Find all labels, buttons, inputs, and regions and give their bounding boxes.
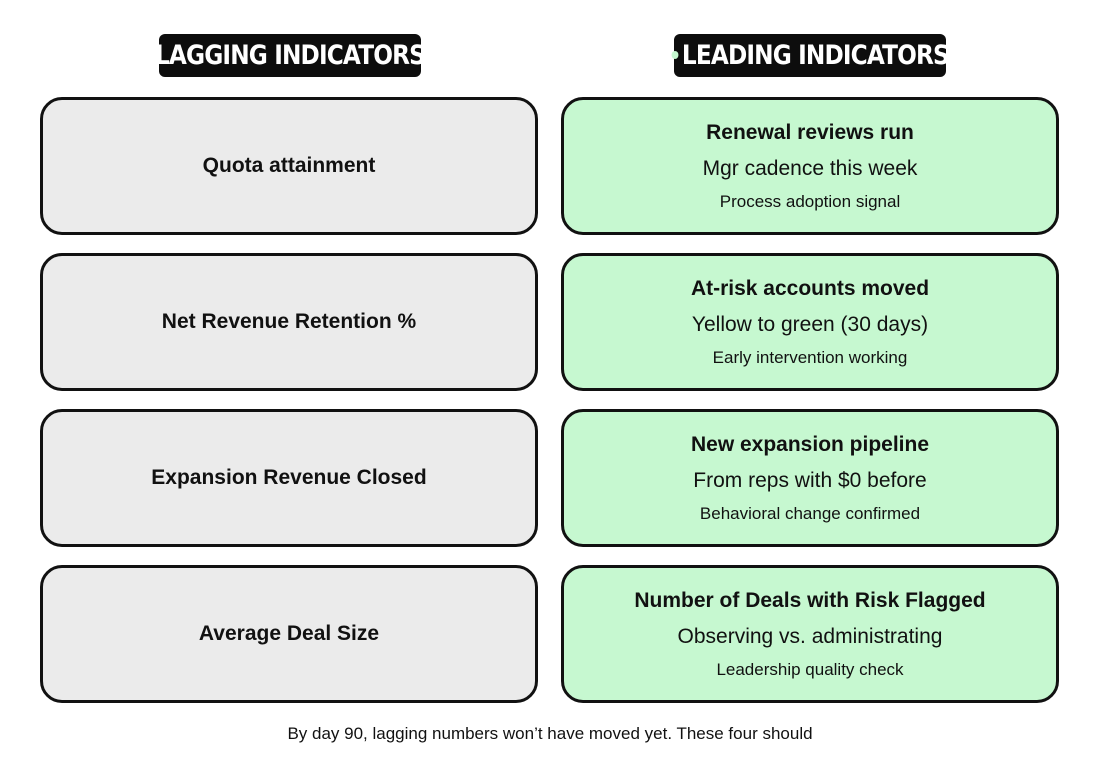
lagging-card-average-deal-size: Average Deal Size [40,565,538,703]
leading-card-note: Leadership quality check [716,659,904,679]
lagging-card-label: Average Deal Size [198,622,380,645]
leading-card-note: Early intervention working [712,347,908,367]
leading-card-subtitle: Yellow to green (30 days) [691,312,929,336]
footer-caption: By day 90, lagging numbers won’t have mo… [287,724,813,743]
lagging-indicators-header: LAGGING INDICATORS [155,34,426,77]
leading-card-subtitle: From reps with $0 before [693,468,927,492]
leading-card-risk-flagged-deals: Number of Deals with Risk Flagged Observ… [561,565,1059,703]
lagging-card-label: Net Revenue Retention % [161,310,417,333]
leading-card-renewal-reviews: Renewal reviews run Mgr cadence this wee… [561,97,1059,235]
leading-card-note: Process adoption signal [719,191,901,211]
leading-card-subtitle: Observing vs. administrating [677,624,943,648]
lagging-card-expansion-revenue: Expansion Revenue Closed [40,409,538,547]
leading-card-title: Number of Deals with Risk Flagged [634,588,986,612]
leading-indicators-header: LEADING INDICATORS [671,34,950,77]
lagging-header-text: LAGGING INDICATORS [155,40,426,71]
leading-header-text: LEADING INDICATORS [681,40,950,71]
lagging-card-label: Quota attainment [202,154,376,177]
leading-card-title: At-risk accounts moved [690,276,930,300]
leading-card-expansion-pipeline: New expansion pipeline From reps with $0… [561,409,1059,547]
leading-card-subtitle: Mgr cadence this week [702,156,918,180]
leading-card-at-risk-accounts: At-risk accounts moved Yellow to green (… [561,253,1059,391]
leading-card-title: New expansion pipeline [690,432,930,456]
leading-card-note: Behavioral change confirmed [699,503,921,523]
lagging-card-net-revenue-retention: Net Revenue Retention % [40,253,538,391]
lagging-card-quota-attainment: Quota attainment [40,97,538,235]
leading-card-title: Renewal reviews run [706,120,914,144]
bullet-dot-icon [671,50,679,59]
lagging-card-label: Expansion Revenue Closed [151,466,427,489]
